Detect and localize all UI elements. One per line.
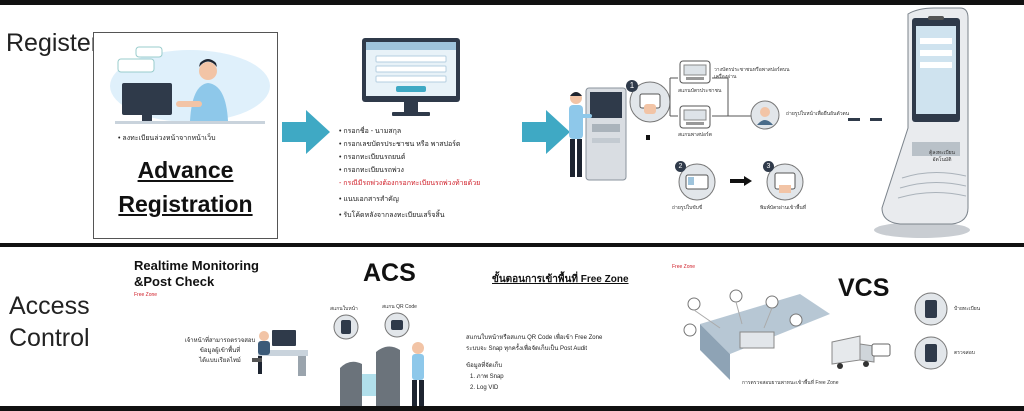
flow-arrow-icon bbox=[282, 110, 330, 154]
form-field-list: • กรอกชื่อ - นามสกุล • กรอกเลขบัตรประชาช… bbox=[339, 126, 509, 223]
step2-number-badge: 2 bbox=[675, 161, 686, 172]
access-section-label: Access Control bbox=[9, 292, 90, 352]
form-item: • แนบเอกสารสำคัญ bbox=[339, 194, 509, 210]
form-item: • กรอกชื่อ - นามสกุล bbox=[339, 126, 509, 139]
option-b-text: สแกนพาสปอร์ต bbox=[678, 132, 712, 138]
form-item-text: รับโค้ดหลังจากลงทะเบียนเสร็จสิ้น bbox=[343, 212, 445, 219]
kiosk-machine-illustration bbox=[874, 7, 970, 238]
step3-caption: พิมพ์บัตรผ่านเข้าพื้นที่ bbox=[760, 205, 807, 211]
realtime-monitoring-title: Realtime Monitoring &Post Check bbox=[134, 258, 259, 290]
monitoring-desk-illustration bbox=[252, 330, 308, 376]
stored-item: 2. Log VID bbox=[470, 385, 499, 391]
id-card-reader-icon bbox=[679, 60, 711, 84]
rt-title-line-1: Realtime Monitoring bbox=[134, 258, 259, 273]
verify-terminal-icon bbox=[914, 336, 948, 370]
title-line-2: Registration bbox=[118, 191, 253, 217]
card-caption: • ลงทะเบียนล่วงหน้าจากหน้าเว็บ bbox=[118, 133, 268, 144]
zone-desc-line: ระบบจะ Snap ทุกครั้งเพื่อจัดเก็บเป็น Pos… bbox=[466, 346, 588, 352]
step2-caption: ถ่ายรูปใบขับขี่ bbox=[672, 205, 703, 211]
rt-subtitle: Free Zone bbox=[134, 292, 158, 298]
rt-desc-line: เจ้าหน้าที่สามารถตรวจสอบ bbox=[184, 338, 256, 344]
truck-icon bbox=[831, 335, 875, 369]
form-item: • กรอกเลขบัตรประชาชน หรือ พาสปอร์ต bbox=[339, 139, 509, 152]
vcs-title: VCS bbox=[838, 274, 890, 302]
dash-connector bbox=[848, 118, 882, 121]
face-scan-icon bbox=[333, 314, 359, 340]
acs-title: ACS bbox=[363, 259, 416, 287]
acs-icon2-label: สแกน QR Code bbox=[382, 304, 417, 310]
step3-number-badge: 3 bbox=[763, 161, 774, 172]
bullet-icon: • bbox=[118, 135, 123, 142]
zone-heading: ขั้นตอนการเข้าพื้นที่ Free Zone bbox=[492, 274, 629, 285]
vcs-icon2-label: ตรวจสอบ bbox=[954, 350, 975, 356]
passport-reader-icon bbox=[679, 105, 711, 129]
register-section-label: Register bbox=[6, 29, 100, 57]
form-item: • รับโค้ดหลังจากลงทะเบียนเสร็จสิ้น bbox=[339, 210, 509, 223]
step1-number-badge: 1 bbox=[626, 80, 638, 92]
bottom-border bbox=[0, 406, 1024, 411]
face-note: ถ่ายรูปใบหน้าเพื่อยืนยันตัวตน bbox=[786, 111, 850, 117]
access-label-line-1: Access bbox=[9, 292, 90, 320]
form-item-text: กรอกชื่อ - นามสกุล bbox=[343, 128, 402, 135]
step2-number: 2 bbox=[678, 163, 683, 170]
flow-arrow-icon bbox=[522, 110, 570, 154]
bullet-icon: • bbox=[339, 196, 344, 203]
bullet-icon: • bbox=[339, 167, 344, 174]
vcs-subtitle: Free Zone bbox=[672, 264, 696, 270]
advance-registration-card: • ลงทะเบียนล่วงหน้าจากหน้าเว็บ Advance R… bbox=[93, 32, 278, 239]
step2-license-icon bbox=[678, 163, 716, 201]
section-divider bbox=[0, 243, 1024, 247]
turnstile-gate-illustration bbox=[340, 342, 424, 410]
person-computer-illustration bbox=[110, 46, 270, 124]
step1-dot bbox=[646, 135, 650, 140]
access-label-line-2: Control bbox=[9, 324, 90, 352]
bullet-icon: - bbox=[339, 180, 344, 187]
top-border bbox=[0, 0, 1024, 5]
option-a-text: วางบัตรประชาชนหรือพาสปอร์ตบนเครื่องอ่าน bbox=[714, 67, 790, 80]
form-item-text: กรณีมีรถพ่วงต้องกรอกทะเบียนรถพ่วงท้ายด้ว… bbox=[343, 180, 481, 187]
step1-number: 1 bbox=[629, 81, 635, 90]
zone-desc-line: สแกนใบหน้าหรือสแกน QR Code เพื่อเข้า Fre… bbox=[466, 335, 603, 341]
bullet-icon: • bbox=[339, 154, 344, 161]
title-line-1: Advance bbox=[137, 157, 234, 183]
rt-desc-line: ข้อมูลผู้เข้าพื้นที่ bbox=[199, 348, 241, 354]
right-arrow-icon bbox=[730, 176, 752, 186]
advance-registration-title: Advance Registration bbox=[94, 153, 277, 221]
vcs-caption: การตรวจสอบยานพาหนะเข้าพื้นที่ Free Zone bbox=[742, 380, 839, 386]
card-caption-text: ลงทะเบียนล่วงหน้าจากหน้าเว็บ bbox=[122, 135, 216, 142]
acs-icon1-label: สแกนใบหน้า bbox=[330, 306, 358, 312]
person-at-kiosk-illustration bbox=[569, 87, 627, 181]
stored-heading: ข้อมูลที่จัดเก็บ bbox=[466, 363, 503, 369]
plate-reader-icon bbox=[914, 292, 948, 326]
kiosk-text: ตู้ลงทะเบียนอัตโนมัติ bbox=[929, 150, 955, 163]
web-form-monitor-icon bbox=[362, 38, 460, 116]
step3-print-icon bbox=[766, 163, 804, 201]
form-item: • กรอกทะเบียนรถพ่วง bbox=[339, 165, 509, 178]
form-item-text: กรอกทะเบียนรถพ่วง bbox=[343, 167, 404, 174]
rt-desc-line: ได้แบบเรียลไทม์ bbox=[199, 358, 241, 364]
bullet-icon: • bbox=[339, 212, 344, 219]
face-verify-icon bbox=[750, 100, 780, 130]
form-item-text: กรอกเลขบัตรประชาชน หรือ พาสปอร์ต bbox=[343, 141, 461, 148]
form-item: • กรอกทะเบียนรถยนต์ bbox=[339, 152, 509, 165]
bullet-icon: • bbox=[339, 128, 344, 135]
vehicle-checkpoint-illustration bbox=[683, 289, 830, 380]
option-a-sub: สแกนบัตรประชาชน bbox=[678, 88, 722, 94]
form-item-text: แนบเอกสารสำคัญ bbox=[343, 196, 399, 203]
zone-description: สแกนใบหน้าหรือสแกน QR Code เพื่อเข้า Fre… bbox=[466, 333, 666, 394]
rt-title-line-2: &Post Check bbox=[134, 274, 215, 289]
step1-scan-icon bbox=[629, 81, 671, 123]
stored-item: 1. ภาพ Snap bbox=[470, 374, 504, 380]
form-item-note: - กรณีมีรถพ่วงต้องกรอกทะเบียนรถพ่วงท้ายด… bbox=[339, 178, 509, 194]
license-camera-icon bbox=[871, 343, 891, 357]
bullet-icon: • bbox=[339, 141, 344, 148]
qr-scan-icon bbox=[384, 312, 410, 338]
rt-description: เจ้าหน้าที่สามารถตรวจสอบ ข้อมูลผู้เข้าพื… bbox=[176, 336, 264, 366]
form-item-text: กรอกทะเบียนรถยนต์ bbox=[343, 154, 406, 161]
vcs-icon1-label: ป้ายทะเบียน bbox=[954, 306, 981, 312]
step3-number: 3 bbox=[766, 163, 771, 170]
